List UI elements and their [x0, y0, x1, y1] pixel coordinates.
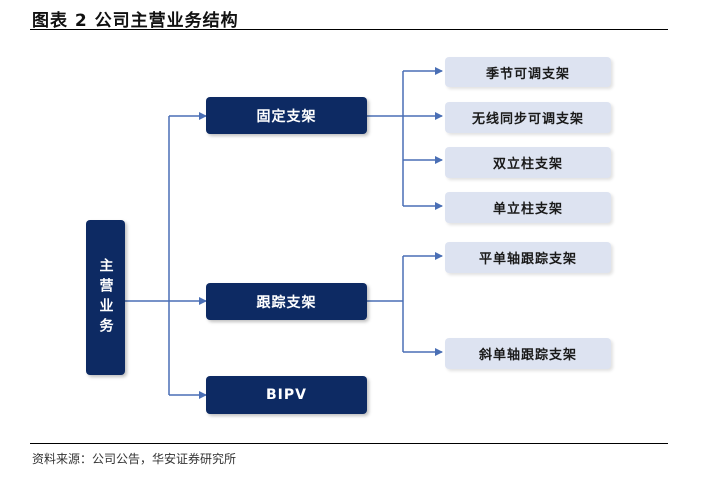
node-fixed-mount: 固定支架 [206, 97, 367, 134]
root-node: 主营业务 [86, 220, 125, 375]
bottom-divider [30, 443, 668, 444]
node-bipv: BIPV [206, 376, 367, 414]
node-fixed-child: 单立柱支架 [445, 192, 611, 223]
node-tracking-child-label: 平单轴跟踪支架 [478, 252, 577, 267]
node-fixed-child-label: 季节可调支架 [485, 66, 570, 82]
node-fixed-child: 无线同步可调支架 [445, 102, 611, 133]
node-tracking-mount: 跟踪支架 [206, 283, 367, 320]
node-tracking-child: 斜单轴跟踪支架 [445, 338, 611, 369]
top-divider [30, 29, 668, 30]
node-tracking-child: 平单轴跟踪支架 [445, 242, 611, 273]
node-fixed-child-label: 双立柱支架 [492, 157, 563, 172]
node-tracking-mount-label: 跟踪支架 [256, 294, 317, 311]
figure-title: 图表 2 公司主营业务结构 [32, 11, 239, 31]
node-tracking-child-label: 斜单轴跟踪支架 [478, 348, 577, 363]
source-note: 资料来源：公司公告，华安证券研究所 [32, 452, 237, 466]
root-node-label: 主营业务 [97, 257, 114, 338]
node-fixed-child: 双立柱支架 [445, 147, 611, 178]
node-fixed-child-label: 无线同步可调支架 [471, 112, 584, 127]
node-fixed-child-label: 单立柱支架 [492, 202, 563, 217]
node-bipv-label: BIPV [266, 387, 307, 403]
node-fixed-mount-label: 固定支架 [256, 108, 317, 125]
node-fixed-child: 季节可调支架 [445, 57, 611, 87]
